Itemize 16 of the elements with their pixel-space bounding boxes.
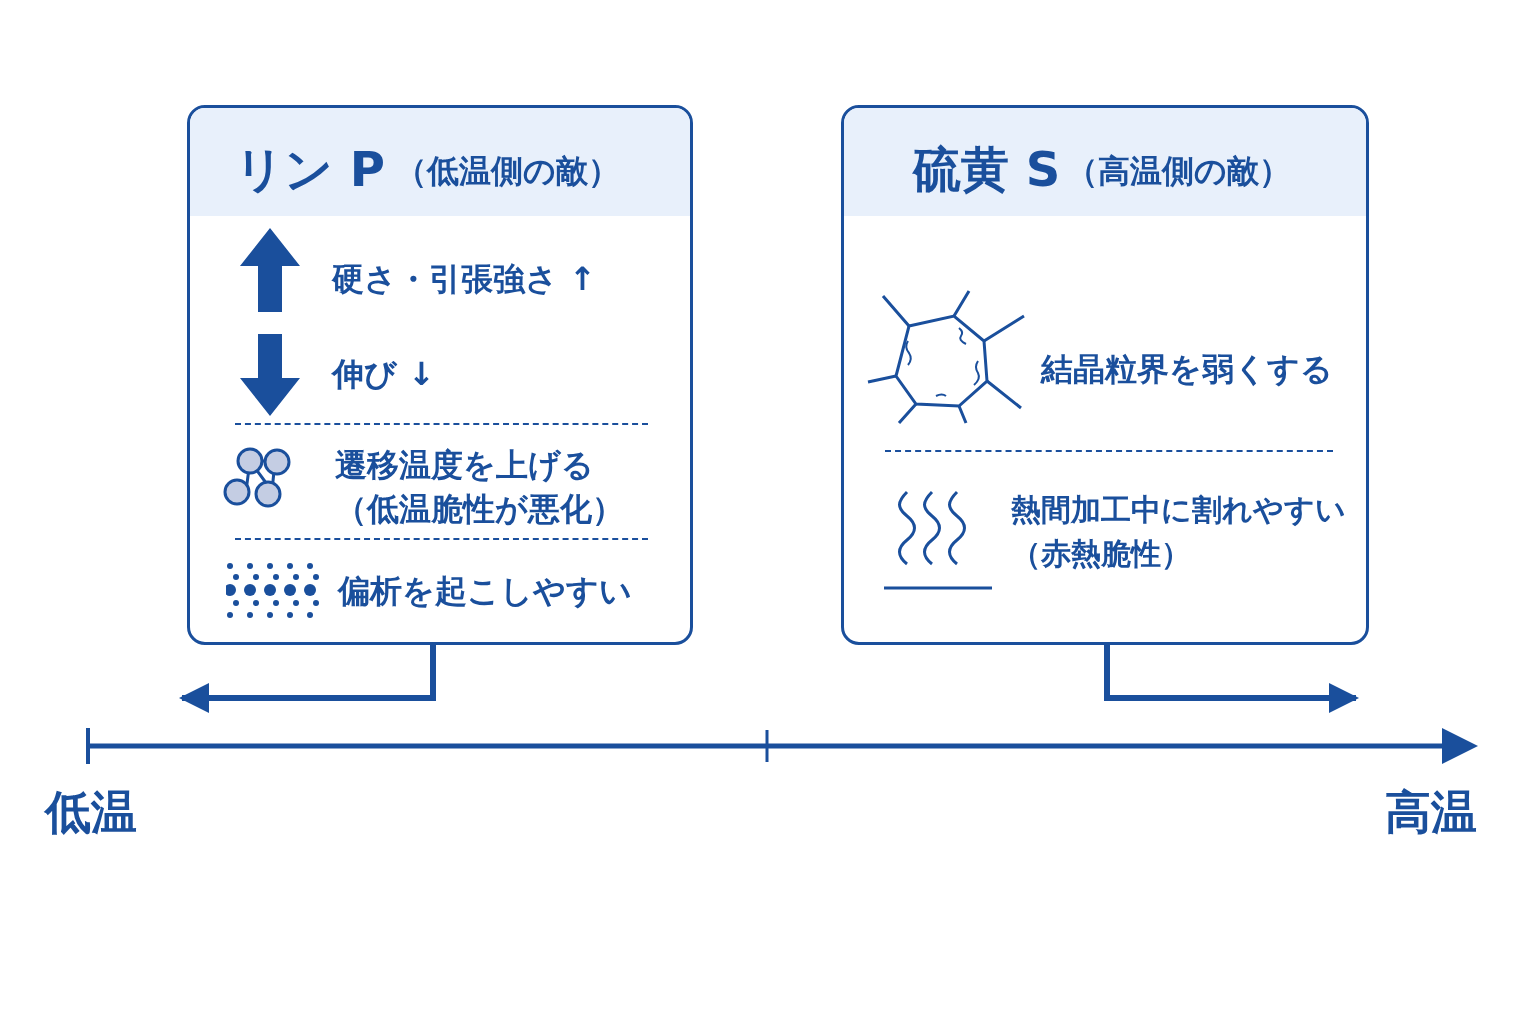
card-title: リン P [235,140,385,199]
arrow [1104,645,1359,713]
axis-label: 低温 [45,784,137,841]
property-text: 硬さ・引張強さ ↑ [332,259,596,300]
axis-label: 高温 [1385,784,1477,841]
info-card [187,105,693,645]
card-title: 硫黄 S [913,140,1061,199]
effect-text: 偏析を起こしやすい [338,571,632,612]
arrow [179,645,436,713]
card-subtitle: （高温側の敵） [1066,151,1291,192]
info-card [841,105,1369,645]
effect-text: 結晶粒界を弱くする [1041,349,1333,390]
effect-text: 熱間加工中に割れやすい（赤熱脆性） [1011,491,1347,573]
property-text: 伸び ↓ [332,354,435,395]
card-subtitle: （低温側の敵） [395,151,620,192]
effect-text: 遷移温度を上げる（低温脆性が悪化） [335,445,625,530]
